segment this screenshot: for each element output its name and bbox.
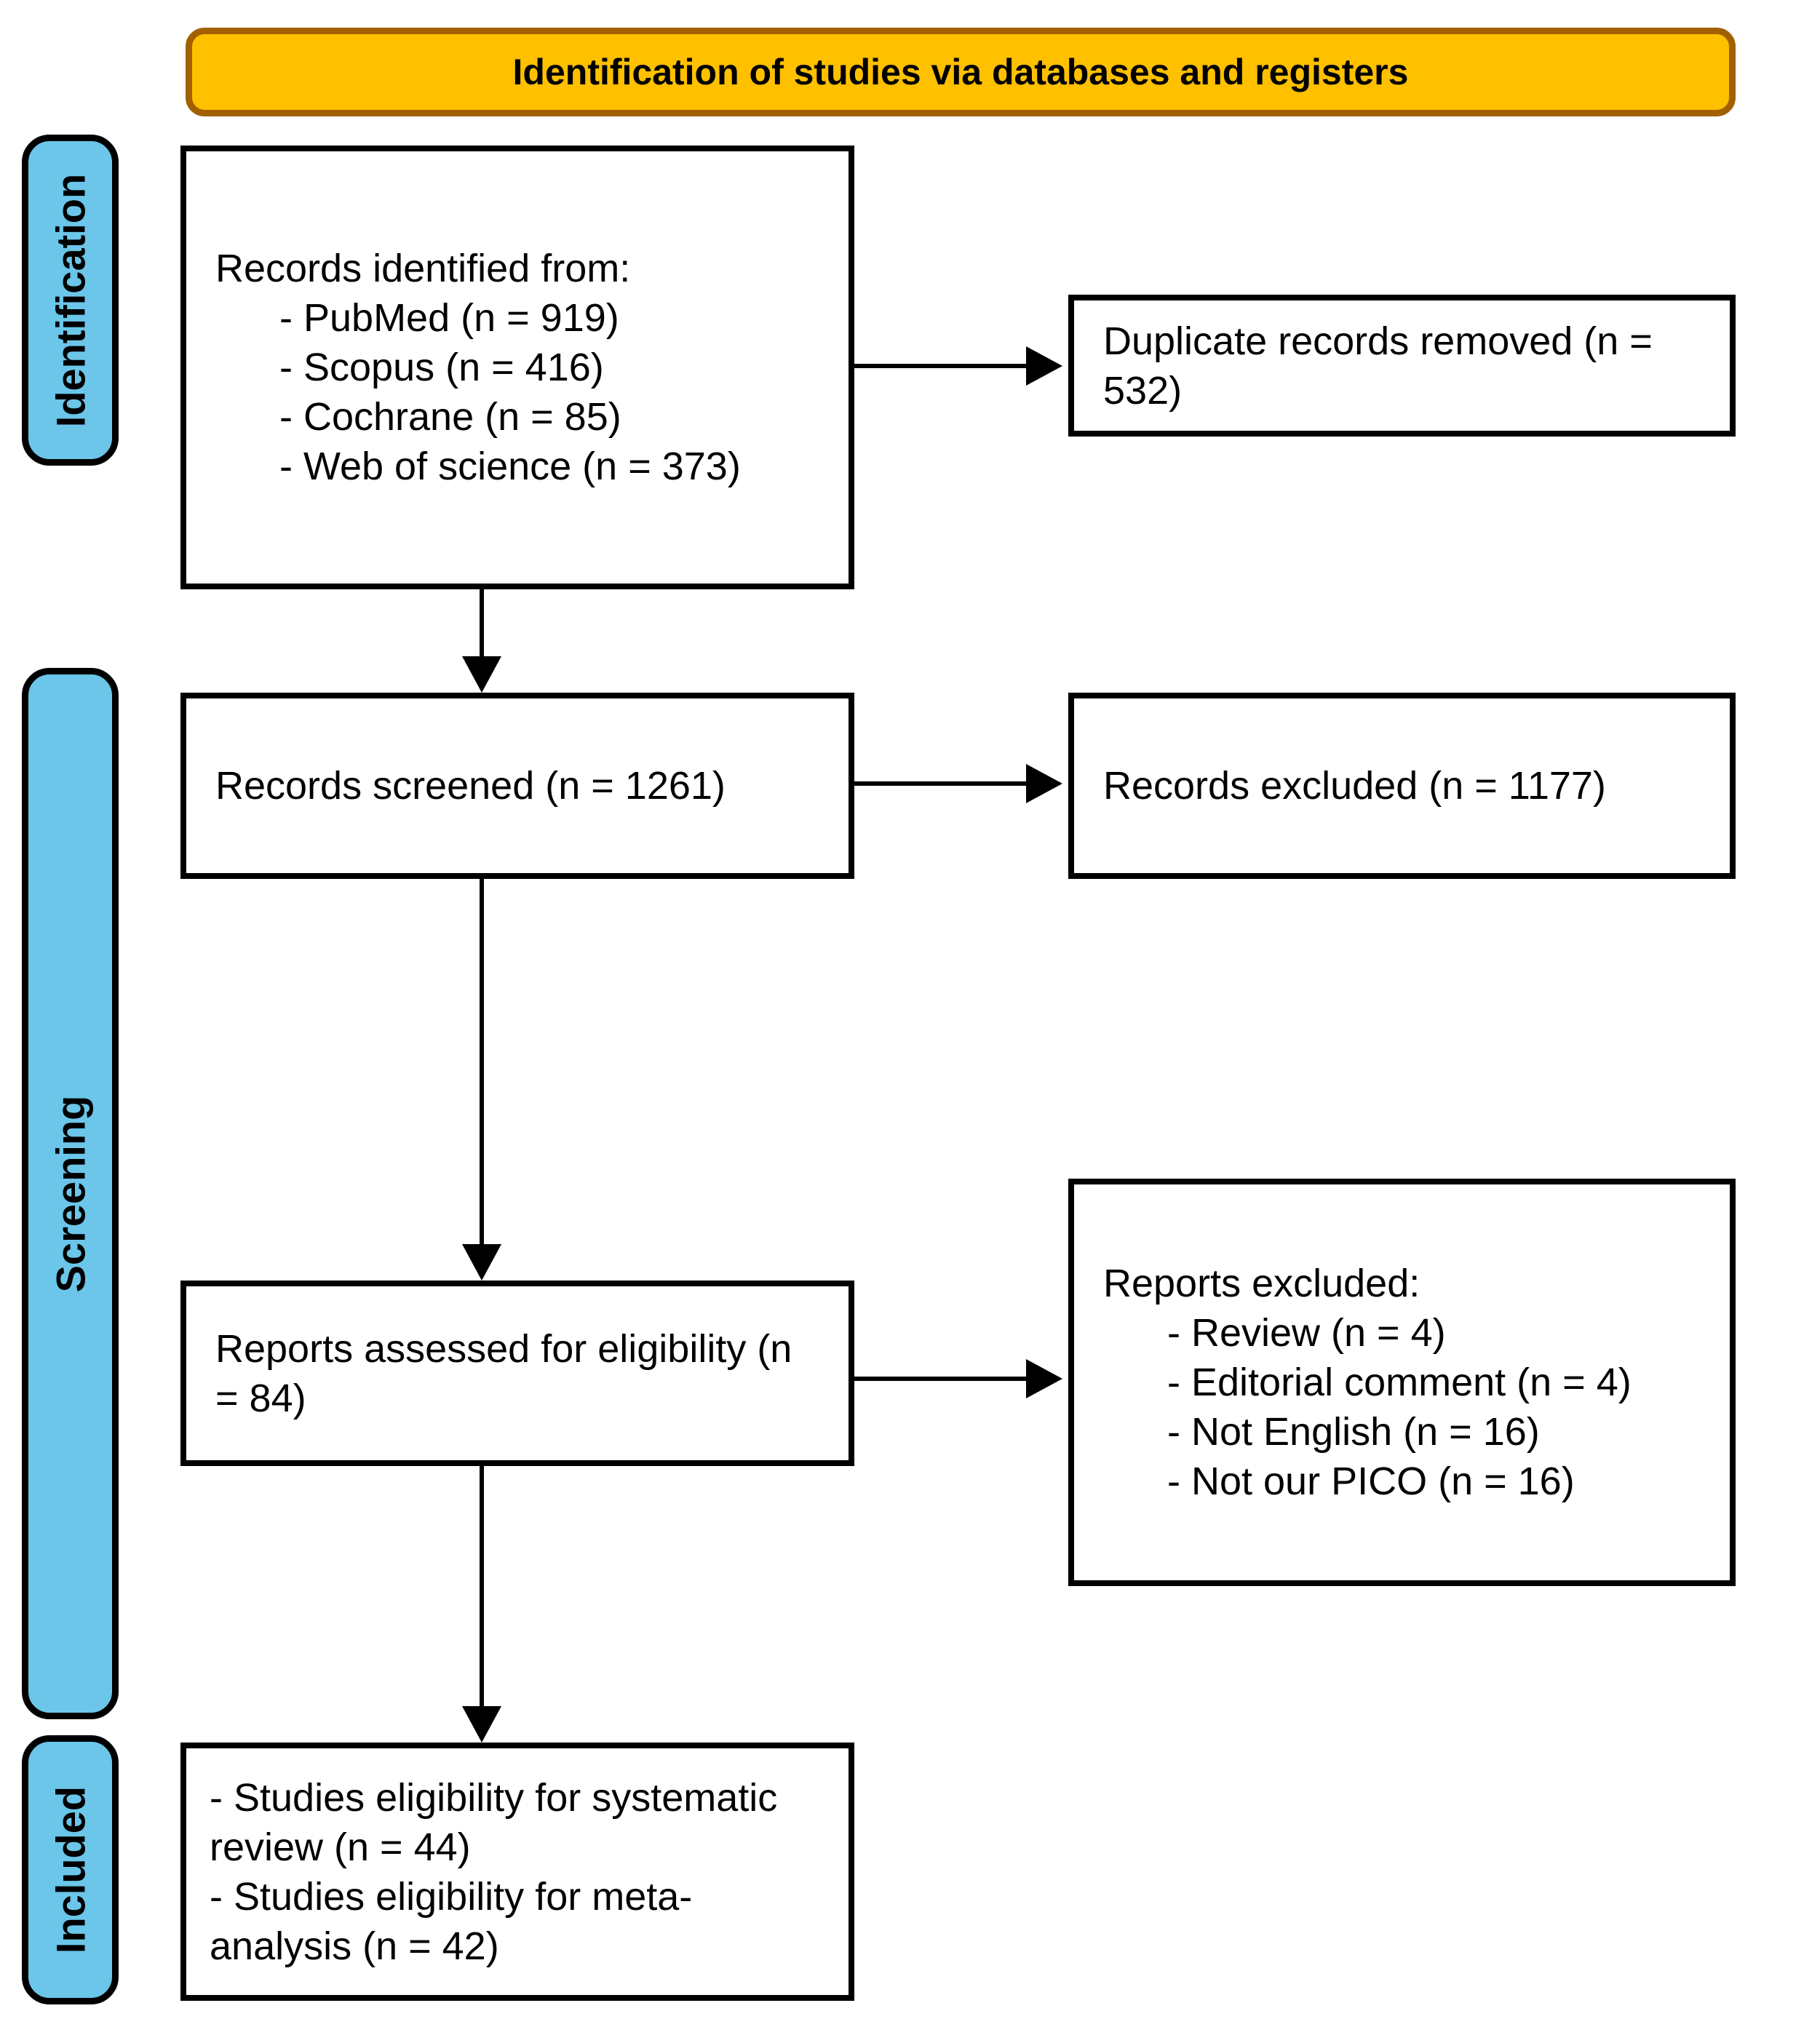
arrow-assessed-to-included	[480, 1466, 484, 1706]
arrow-screened-to-excluded	[854, 781, 1026, 786]
arrow-identified-to-duplicates	[854, 364, 1026, 368]
reports-excluded-heading: Reports excluded:	[1103, 1262, 1420, 1305]
included-studies-item-systematic-review: - Studies eligibility for systematic rev…	[210, 1775, 778, 1869]
reports-excluded-item-not-english: - Not English (n = 16)	[1167, 1410, 1540, 1454]
reports-excluded-item-editorial: - Editorial comment (n = 4)	[1167, 1361, 1632, 1404]
header-banner: Identification of studies via databases …	[186, 28, 1736, 116]
box-records-screened: Records screened (n = 1261)	[180, 693, 854, 879]
duplicates-removed-text: Duplicate records removed (n = 532)	[1103, 319, 1653, 413]
reports-assessed-text: Reports assessed for eligibility (n = 84…	[215, 1326, 792, 1420]
records-identified-item-pubmed: - PubMed (n = 919)	[279, 296, 619, 340]
stage-label-identification-text: Identification	[47, 173, 93, 427]
records-identified-item-scopus: - Scopus (n = 416)	[279, 346, 604, 389]
stage-label-screening: Screening	[22, 668, 119, 1719]
box-records-identified: Records identified from: - PubMed (n = 9…	[180, 146, 854, 589]
records-identified-item-wos: - Web of science (n = 373)	[279, 445, 741, 488]
included-studies-item-meta-analysis: - Studies eligibility for meta-analysis …	[210, 1874, 693, 1968]
arrow-assessed-to-reports-excluded	[854, 1377, 1026, 1381]
arrow-identified-to-screened	[480, 589, 484, 656]
records-identified-heading: Records identified from:	[215, 247, 631, 290]
stage-label-included-text: Included	[47, 1785, 93, 1954]
reports-excluded-item-review: - Review (n = 4)	[1167, 1311, 1446, 1355]
arrow-screened-to-assessed	[480, 879, 484, 1244]
box-records-excluded: Records excluded (n = 1177)	[1068, 693, 1736, 879]
box-duplicates-removed: Duplicate records removed (n = 532)	[1068, 295, 1736, 437]
records-screened-text: Records screened (n = 1261)	[215, 764, 726, 808]
stage-label-identification: Identification	[22, 135, 119, 466]
reports-excluded-item-not-pico: - Not our PICO (n = 16)	[1167, 1459, 1575, 1503]
header-title: Identification of studies via databases …	[512, 52, 1409, 92]
records-excluded-text: Records excluded (n = 1177)	[1103, 764, 1606, 808]
box-reports-excluded: Reports excluded: - Review (n = 4) - Edi…	[1068, 1179, 1736, 1586]
records-identified-item-cochrane: - Cochrane (n = 85)	[279, 395, 621, 439]
box-included-studies: - Studies eligibility for systematic rev…	[180, 1743, 854, 2001]
box-reports-assessed: Reports assessed for eligibility (n = 84…	[180, 1281, 854, 1466]
stage-label-included: Included	[22, 1735, 119, 2004]
stage-label-screening-text: Screening	[47, 1095, 93, 1292]
